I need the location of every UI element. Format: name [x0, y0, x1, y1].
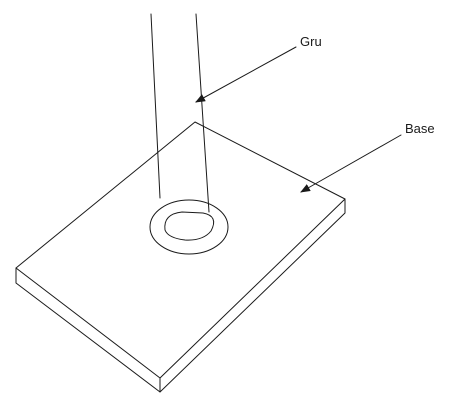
gru-label: Gru — [300, 34, 322, 49]
base-hole — [149, 199, 229, 255]
hole-outer-rim — [149, 199, 229, 255]
gru-leader-arrow — [195, 46, 297, 103]
base-right-face — [159, 198, 346, 393]
base-label: Base — [405, 121, 435, 136]
shaft-right-edge — [195, 13, 210, 213]
base-plate — [15, 121, 346, 393]
gru-shaft — [150, 13, 210, 213]
shaft-left-edge — [150, 13, 161, 199]
hole-inner-rim — [164, 211, 215, 241]
base-left-face — [15, 267, 161, 393]
base-leader-arrow — [300, 134, 402, 193]
base-top-face — [15, 121, 346, 379]
